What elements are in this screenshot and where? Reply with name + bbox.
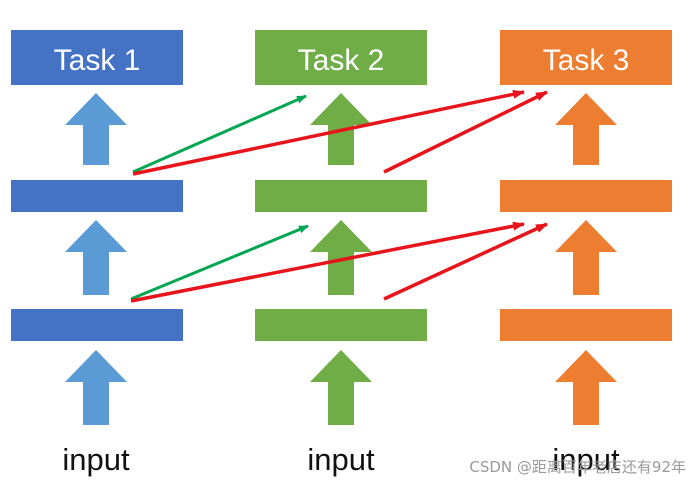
column-task-3: Task 3 input (500, 30, 672, 477)
task-1-up-arrow-middle (65, 220, 127, 295)
task-3-up-arrow-bottom (555, 350, 617, 425)
lateral-arrow-col1-upper-to-task3 (132, 89, 525, 176)
lateral-arrow-col1-upper-to-task2 (132, 94, 307, 174)
task-1-input-label: input (62, 442, 130, 477)
task-3-hidden-layer-2 (500, 180, 672, 212)
task-2-hidden-layer-1 (255, 309, 427, 341)
task-1-up-arrow-top (65, 93, 127, 165)
lateral-connections (130, 89, 548, 303)
task-3-hidden-layer-1 (500, 309, 672, 341)
lateral-arrow-col2-upper-to-task3 (383, 90, 548, 174)
lateral-arrow-col2-lower-to-col3 (383, 222, 548, 301)
task-2-input-label: input (307, 442, 375, 477)
task-3-box (500, 30, 672, 85)
task-2-up-arrow-middle (310, 220, 372, 295)
task-2-hidden-layer-2 (255, 180, 427, 212)
lateral-arrow-col1-lower-to-col3 (130, 221, 525, 303)
lateral-arrow-col1-lower-to-col2 (130, 224, 309, 301)
task-2-up-arrow-bottom (310, 350, 372, 425)
task-1-hidden-layer-2 (11, 180, 183, 212)
task-1-box (11, 30, 183, 85)
task-2-label: Task 2 (298, 44, 385, 77)
task-3-up-arrow-middle (555, 220, 617, 295)
task-3-input-label: input (552, 442, 620, 477)
task-1-up-arrow-bottom (65, 350, 127, 425)
watermark: CSDN @距离百年老店还有92年 (469, 458, 686, 476)
task-3-label: Task 3 (543, 44, 630, 77)
column-task-2: Task 2 input (255, 30, 427, 477)
task-1-label: Task 1 (54, 44, 141, 77)
column-task-1: Task 1 input (11, 30, 183, 477)
task-2-box (255, 30, 427, 85)
task-3-up-arrow-top (555, 93, 617, 165)
task-1-hidden-layer-1 (11, 309, 183, 341)
